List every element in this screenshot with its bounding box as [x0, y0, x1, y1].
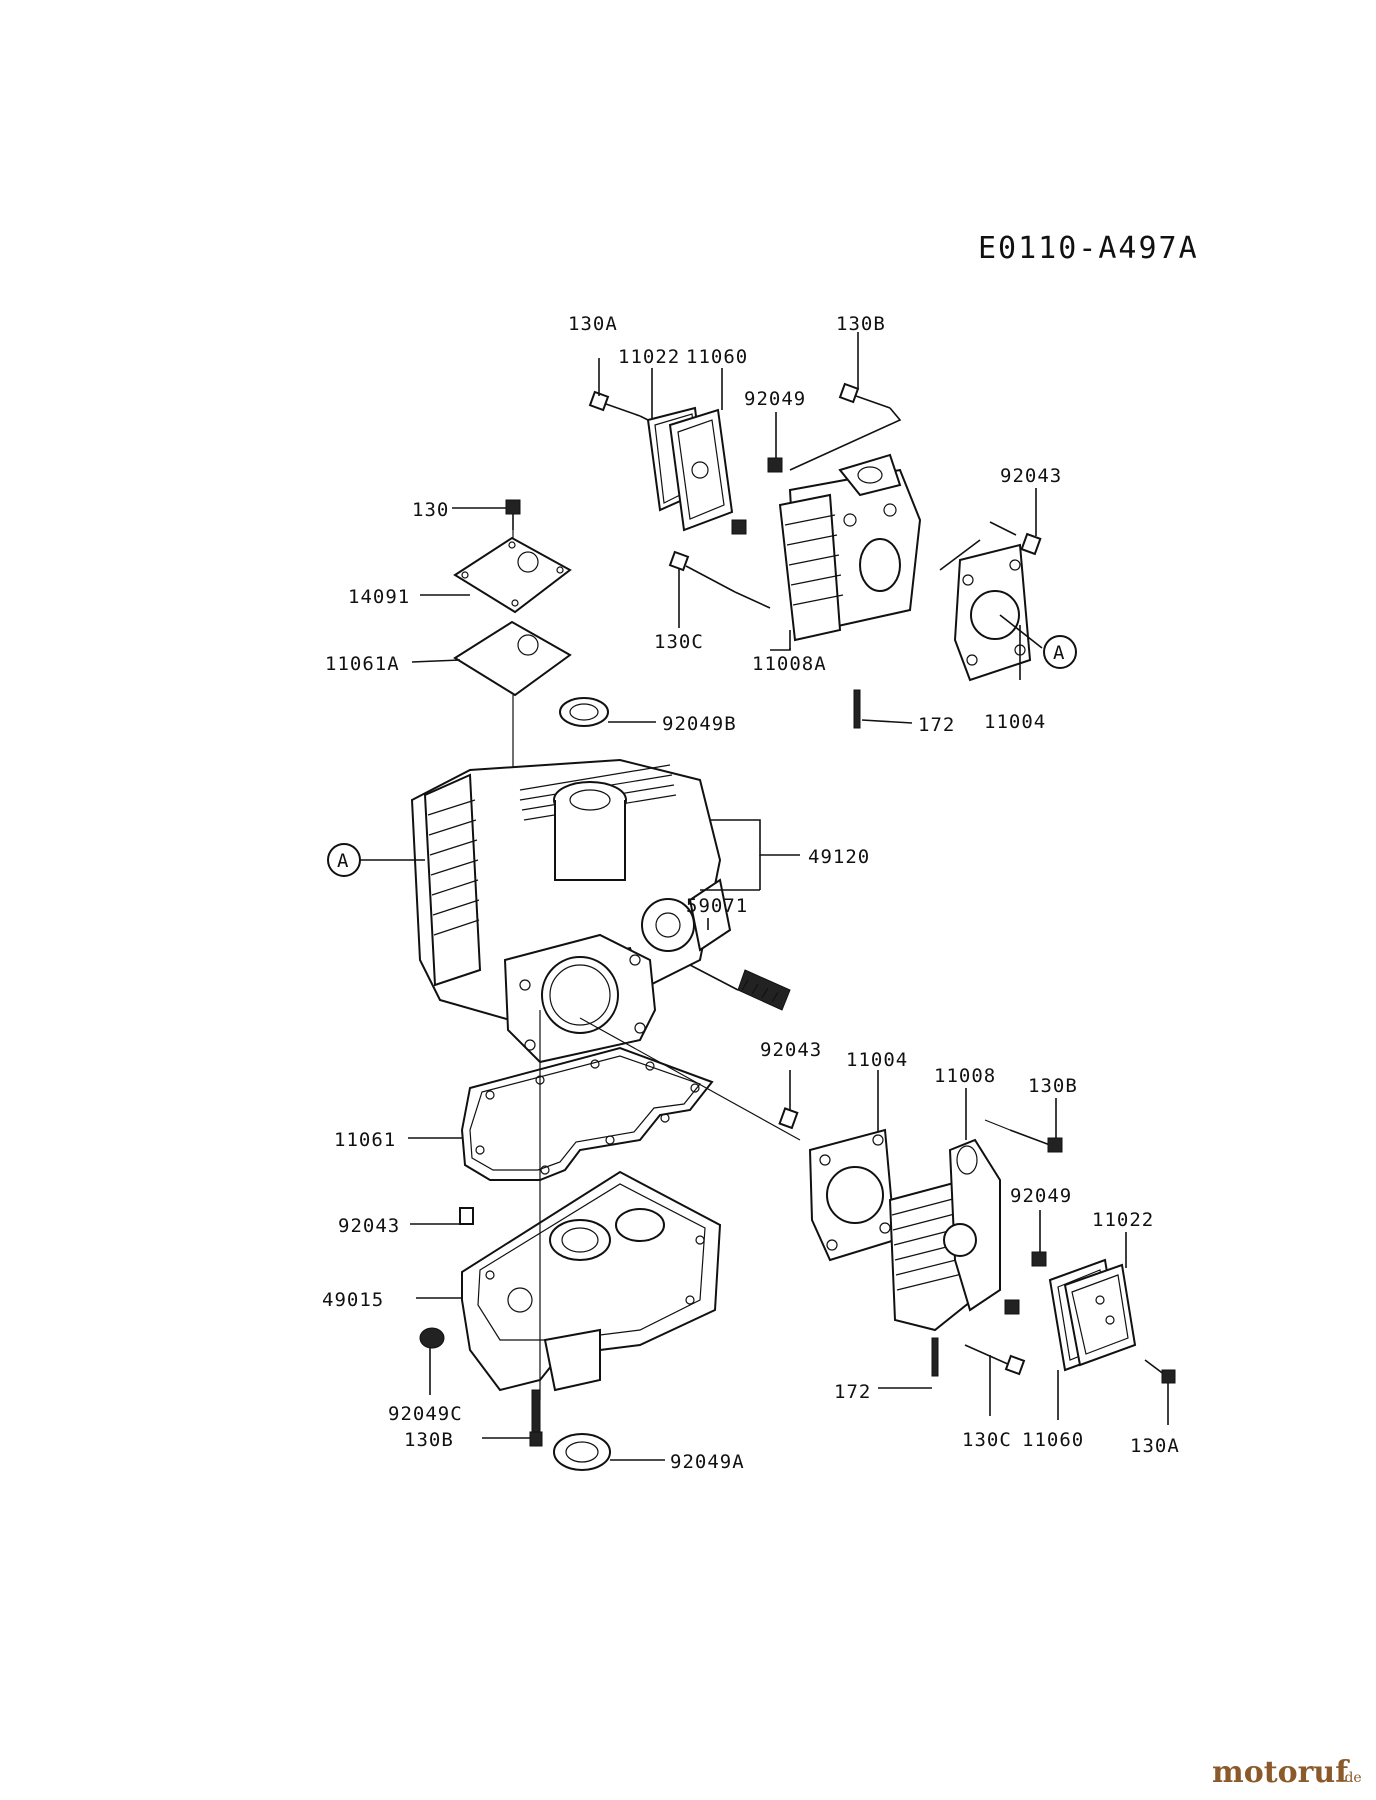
oil-seal-92049a	[553, 1433, 665, 1471]
label-130a-top: 130A	[568, 313, 618, 335]
nut-92049-mid	[1004, 1210, 1047, 1315]
crankcase-49120: A	[327, 697, 800, 1064]
dowel-92043-low	[410, 1207, 474, 1225]
label-130c-top: 130C	[654, 631, 704, 653]
label-11004-top: 11004	[984, 711, 1046, 733]
label-59071: 59071	[686, 895, 748, 917]
watermark-name: motoruf	[1212, 1755, 1350, 1790]
cylinder-head-11008	[888, 1088, 1001, 1332]
label-130a-low: 130A	[1130, 1435, 1180, 1457]
nut-92049-top	[731, 412, 783, 535]
label-11022-low: 11022	[1092, 1209, 1154, 1231]
oil-pan-49015	[416, 1010, 722, 1400]
label-130b-low: 130B	[404, 1429, 454, 1451]
label-49015: 49015	[322, 1289, 384, 1311]
callout-a-top-letter: A	[1053, 642, 1065, 664]
label-11022-top: 11022	[618, 346, 680, 368]
dowel-92043-top	[989, 488, 1042, 556]
callout-a-left-letter: A	[337, 850, 349, 872]
label-11008: 11008	[934, 1065, 996, 1087]
stud-172-low	[878, 1337, 939, 1389]
bolt-130a-low	[1144, 1359, 1176, 1425]
label-92049c: 92049C	[388, 1403, 463, 1425]
bolt-130c-top	[668, 550, 771, 628]
bolt-130a-top	[588, 358, 661, 427]
governor-shaft-59071	[689, 918, 791, 1011]
label-172-low: 172	[834, 1381, 871, 1403]
label-11004-mid: 11004	[846, 1049, 908, 1071]
label-49120: 49120	[808, 846, 870, 868]
label-130: 130	[412, 499, 449, 521]
label-92043-low: 92043	[338, 1215, 400, 1237]
bolt-130c-low	[964, 1344, 1026, 1416]
watermark: motoruf .de	[1212, 1755, 1362, 1790]
label-11008a: 11008A	[752, 653, 827, 675]
part-labels: 130A 11022 11060 130B 92049 92043 130 14…	[322, 313, 1180, 1473]
bolt-130b-mid	[984, 1098, 1063, 1153]
upper-head-group: A	[588, 332, 1077, 729]
cover-gasket-11060-top	[668, 368, 734, 532]
oil-seal-92049b	[559, 697, 656, 727]
head-gasket-11004-mid	[808, 1070, 897, 1262]
oil-seal-92049c	[419, 1327, 445, 1395]
label-11061: 11061	[334, 1129, 396, 1151]
label-130c-low: 130C	[962, 1429, 1012, 1451]
bolt-130b-low	[482, 1389, 543, 1447]
head-gasket-11004-top	[939, 539, 1032, 682]
crankcase-gasket-11061	[408, 1046, 714, 1181]
label-130b-mid: 130B	[1028, 1075, 1078, 1097]
label-92043-top: 92043	[1000, 465, 1062, 487]
stud-172-top	[853, 689, 913, 729]
label-92043-mid: 92043	[760, 1039, 822, 1061]
diagram-code: E0110-A497A	[978, 231, 1199, 266]
label-92049-top: 92049	[744, 388, 806, 410]
label-130b-top: 130B	[836, 313, 886, 335]
label-14091: 14091	[348, 586, 410, 608]
callout-a-left: A	[327, 843, 425, 877]
breather-group	[411, 499, 572, 800]
lower-head-group	[579, 1017, 1176, 1425]
label-11060-low: 11060	[1022, 1429, 1084, 1451]
bolt-130	[452, 499, 521, 530]
label-92049-mid: 92049	[1010, 1185, 1072, 1207]
cylinder-head-11008a	[770, 453, 922, 651]
breather-gasket-11061a	[411, 530, 572, 800]
bolt-130b-top	[789, 332, 902, 471]
breather-cover-14091	[420, 536, 572, 614]
watermark-suffix: .de	[1340, 1770, 1362, 1786]
label-172-top: 172	[918, 714, 955, 736]
label-11061a: 11061A	[325, 653, 400, 675]
label-11060-top: 11060	[686, 346, 748, 368]
callout-a-top: A	[999, 614, 1077, 669]
valve-cover-11022-low	[1063, 1232, 1137, 1367]
label-92049a: 92049A	[670, 1451, 745, 1473]
label-92049b: 92049B	[662, 713, 737, 735]
dowel-92043-mid	[778, 1070, 799, 1130]
